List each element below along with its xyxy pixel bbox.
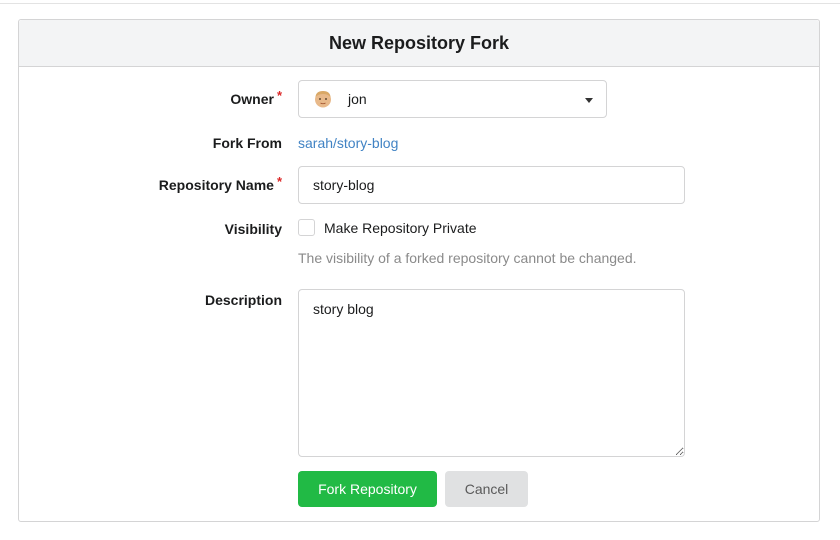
visibility-label: Visibility [224, 221, 282, 237]
private-checkbox-row[interactable]: Make Repository Private [298, 219, 477, 236]
owner-required-marker: * [276, 88, 282, 103]
fork-source-link[interactable]: sarah/story-blog [298, 135, 399, 151]
fork-form-card: New Repository Fork Owner* jon Fork From… [18, 19, 820, 522]
cancel-button[interactable]: Cancel [445, 471, 528, 507]
repo-name-label-text: Repository Name [158, 177, 274, 193]
description-textarea[interactable]: story blog [298, 289, 685, 457]
private-checkbox-label[interactable]: Make Repository Private [324, 219, 477, 236]
owner-label-text: Owner [230, 91, 274, 107]
top-divider [0, 0, 840, 4]
repo-name-required-marker: * [276, 174, 282, 189]
owner-label: Owner* [230, 88, 282, 107]
form-title: New Repository Fork [19, 20, 819, 67]
repo-name-label: Repository Name* [158, 174, 282, 193]
user-avatar-icon [313, 89, 333, 109]
private-checkbox[interactable] [298, 219, 315, 236]
owner-dropdown[interactable]: jon [298, 80, 607, 118]
fork-from-label: Fork From [212, 135, 282, 151]
chevron-down-icon [585, 98, 593, 103]
description-label: Description [204, 292, 282, 308]
repo-name-input[interactable] [298, 166, 685, 204]
visibility-help-text: The visibility of a forked repository ca… [298, 250, 637, 266]
fork-repository-button[interactable]: Fork Repository [298, 471, 437, 507]
owner-value: jon [348, 91, 367, 107]
